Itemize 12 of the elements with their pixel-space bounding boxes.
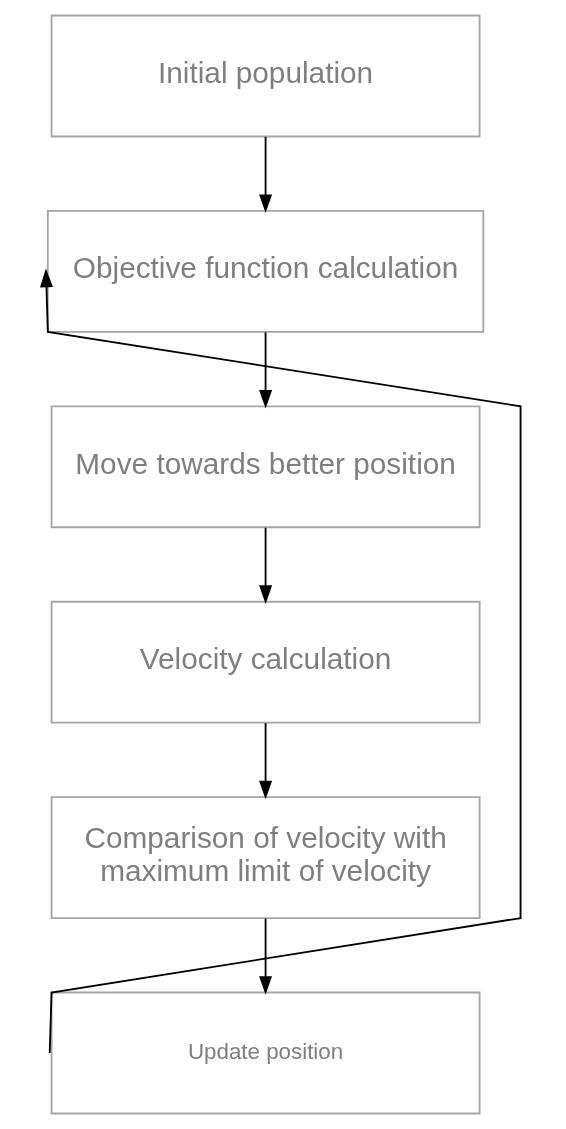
arrow xyxy=(39,268,521,1054)
node-box: Initial population xyxy=(50,14,481,138)
node-box: Move towards better position xyxy=(50,405,481,529)
node-box: Objective function calculation xyxy=(46,209,484,333)
arrow xyxy=(258,331,272,409)
arrow xyxy=(258,917,272,995)
node-box: Comparison of velocity with maximum limit of velocity xyxy=(50,796,481,920)
arrow xyxy=(258,135,272,214)
node-box: Update position xyxy=(50,991,481,1115)
arrow xyxy=(258,526,272,604)
arrow xyxy=(258,722,272,800)
node-box: Velocity calculation xyxy=(50,600,481,724)
